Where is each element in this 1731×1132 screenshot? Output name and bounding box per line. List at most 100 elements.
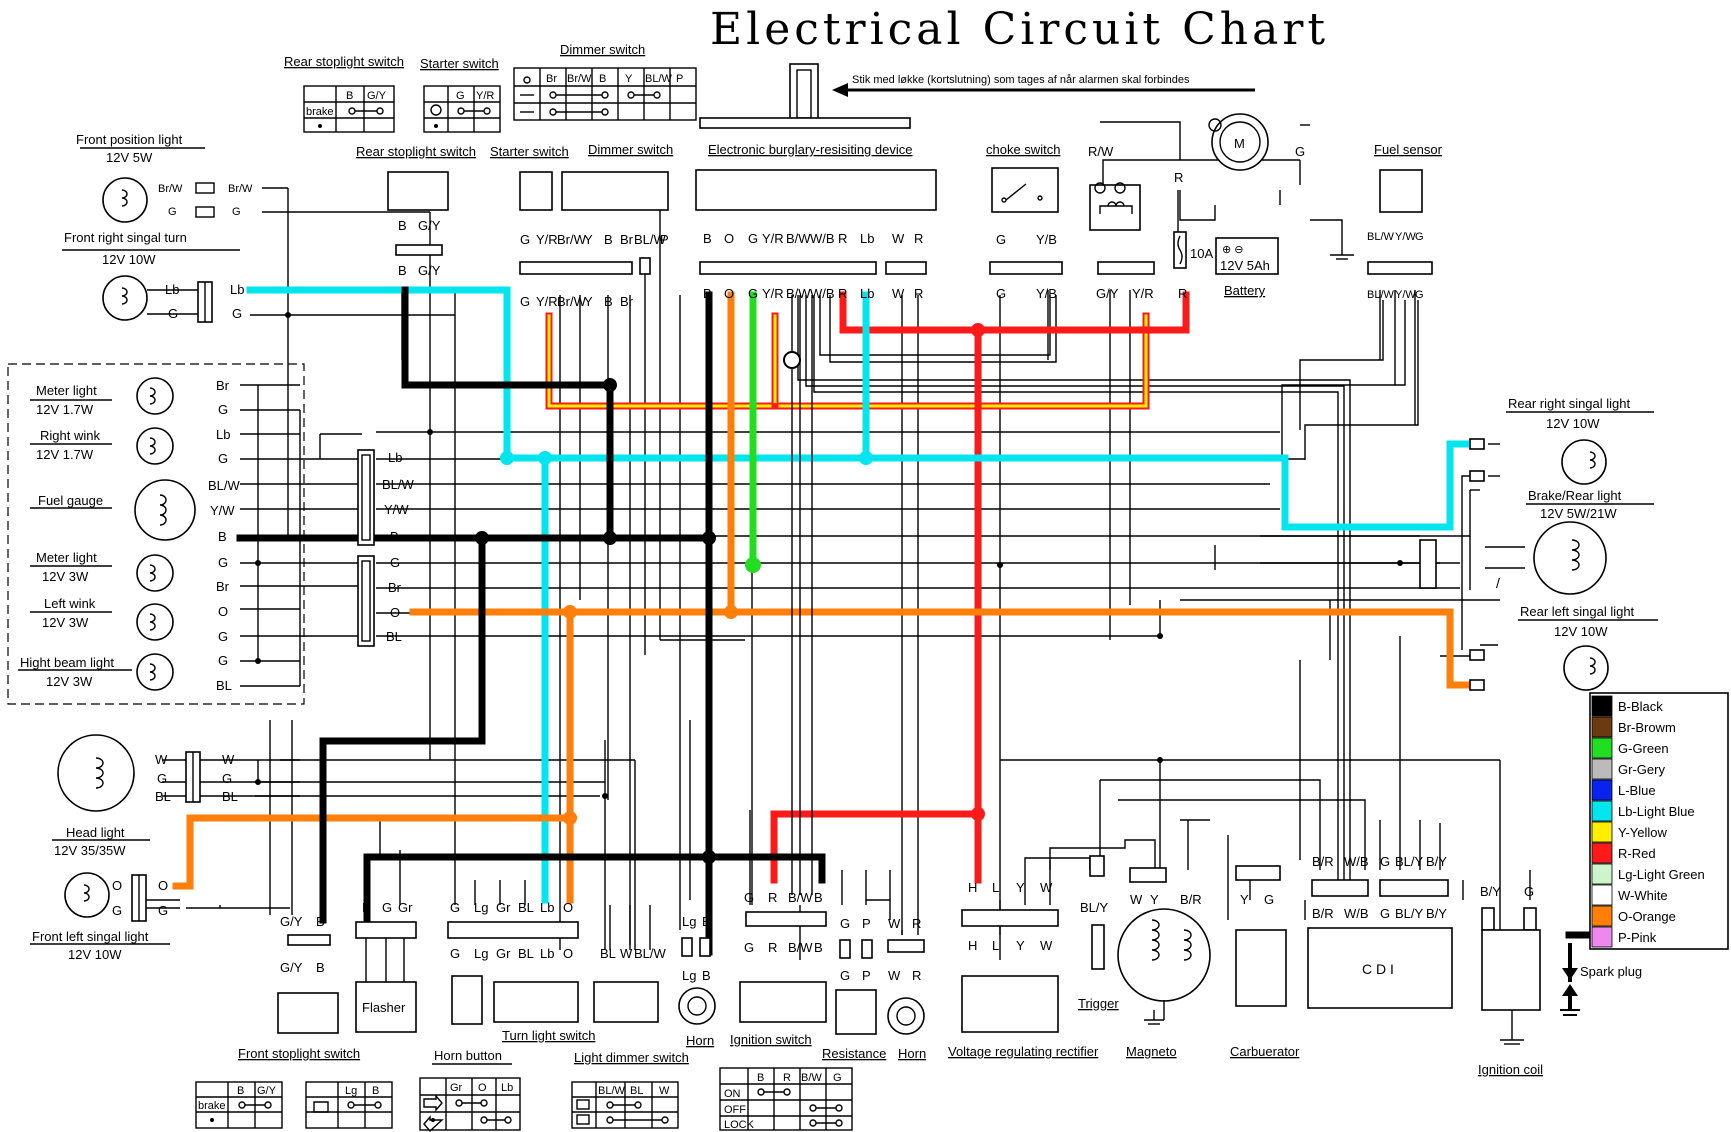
svg-text:G: G: [840, 916, 850, 931]
svg-text:BL: BL: [216, 678, 232, 693]
svg-text:B/W: B/W: [788, 940, 813, 955]
svg-text:12V 1.7W: 12V 1.7W: [36, 447, 94, 462]
wire-color-legend: B-BlackBr-BrowmG-GreenGr-GeryL-BlueLb-Li…: [1589, 692, 1729, 950]
svg-text:brake: brake: [306, 106, 334, 118]
svg-text:Lg: Lg: [682, 968, 696, 983]
svg-text:Br: Br: [388, 580, 402, 595]
svg-text:G: G: [1380, 854, 1390, 869]
svg-text:Br: Br: [216, 579, 230, 594]
junction-dots: [255, 312, 1403, 864]
svg-text:Front right singal turn: Front right singal turn: [64, 230, 187, 245]
svg-text:G: G: [996, 232, 1006, 247]
legend-swatch: [1591, 905, 1613, 927]
svg-text:Horn: Horn: [686, 1033, 714, 1048]
legend-swatch: [1591, 884, 1613, 906]
svg-text:G: G: [450, 900, 460, 915]
svg-text:G: G: [833, 1072, 842, 1084]
legend-label: R-Red: [1618, 846, 1656, 861]
svg-text:B/R: B/R: [1312, 854, 1334, 869]
svg-text:W: W: [155, 752, 168, 767]
battery-label: Battery: [1224, 283, 1266, 298]
light-dimmer-switch-table: BL/W BL W: [571, 1081, 679, 1129]
svg-text:O: O: [158, 878, 168, 893]
magneto: BL/Y Trigger W Y B/R Magneto: [1078, 855, 1211, 1059]
svg-text:Rear stoplight switch: Rear stoplight switch: [284, 54, 404, 69]
svg-text:Carbuerator: Carbuerator: [1230, 1044, 1300, 1059]
svg-text:12V 10W: 12V 10W: [102, 252, 156, 267]
svg-text:B: B: [218, 529, 227, 544]
svg-text:G: G: [232, 206, 241, 218]
legend-label: G-Green: [1618, 741, 1669, 756]
svg-text:12V 3W: 12V 3W: [46, 674, 93, 689]
svg-text:Lg: Lg: [474, 946, 488, 961]
svg-text:B: B: [316, 960, 325, 975]
svg-text:Starter switch: Starter switch: [490, 144, 569, 159]
legend-label: Y-Yellow: [1618, 825, 1668, 840]
svg-text:Resistance: Resistance: [822, 1046, 886, 1061]
svg-text:G: G: [840, 968, 850, 983]
svg-text:Lg: Lg: [682, 914, 696, 929]
svg-text:Light dimmer switch: Light dimmer switch: [574, 1050, 689, 1065]
svg-text:Y: Y: [584, 232, 593, 247]
svg-text:O: O: [218, 604, 228, 619]
svg-text:G: G: [218, 451, 228, 466]
svg-text:O: O: [563, 946, 573, 961]
legend-swatch: [1591, 926, 1613, 948]
svg-text:12V 5W: 12V 5W: [106, 150, 153, 165]
battery-rating: 12V 5Ah: [1220, 258, 1270, 273]
svg-text:12V 3W: 12V 3W: [42, 569, 89, 584]
svg-text:Lb: Lb: [540, 946, 554, 961]
svg-text:W: W: [620, 946, 633, 961]
svg-text:12V 10W: 12V 10W: [1546, 416, 1600, 431]
svg-text:W: W: [892, 286, 905, 301]
svg-text:BL/Y: BL/Y: [1395, 906, 1424, 921]
svg-text:12V 1.7W: 12V 1.7W: [36, 402, 94, 417]
svg-text:Lb: Lb: [388, 450, 402, 465]
svg-text:12V 10W: 12V 10W: [68, 947, 122, 962]
legend-swatch: [1591, 863, 1613, 885]
legend-label: Gr-Gery: [1618, 762, 1665, 777]
svg-text:L: L: [992, 880, 999, 895]
svg-text:G/Y: G/Y: [1096, 286, 1119, 301]
svg-text:Lg: Lg: [345, 1085, 357, 1097]
svg-text:H: H: [968, 880, 977, 895]
svg-text:Lb: Lb: [216, 427, 230, 442]
svg-text:B: B: [604, 232, 613, 247]
svg-text:Dimmer switch: Dimmer switch: [560, 42, 645, 57]
svg-text:G/Y: G/Y: [418, 263, 441, 278]
svg-text:W: W: [892, 231, 905, 246]
svg-text:B: B: [237, 1085, 244, 1097]
svg-text:O: O: [724, 231, 734, 246]
svg-text:Br/W: Br/W: [557, 232, 587, 247]
svg-text:Gr: Gr: [496, 900, 511, 915]
svg-text:W/B: W/B: [1344, 906, 1369, 921]
rear-left-turn-light: Rear left singal light 12V 10W: [1469, 604, 1658, 691]
svg-text:P: P: [862, 916, 871, 931]
svg-text:G: G: [748, 231, 758, 246]
high-beam-label: Hight beam light: [20, 655, 114, 670]
horn-button-table: Lg B: [305, 1081, 393, 1129]
svg-text:BL/W: BL/W: [645, 73, 673, 85]
left-wink-label: Left wink: [44, 596, 96, 611]
svg-text:Y/B: Y/B: [1036, 232, 1057, 247]
svg-text:BL/Y: BL/Y: [1080, 900, 1109, 915]
front-left-turn-light: O G OG Front left singal light 12V 10W: [30, 872, 170, 962]
svg-text:LOCK: LOCK: [724, 1119, 755, 1131]
svg-text:G: G: [1295, 144, 1305, 159]
svg-text:Gr: Gr: [496, 946, 511, 961]
svg-text:Ignition coil: Ignition coil: [1478, 1062, 1543, 1077]
legend-label: B-Black: [1618, 699, 1663, 714]
instrument-lamps: [134, 377, 196, 691]
rear-stoplight-switch: Rear stoplight switch B G/Y B G/Y: [356, 144, 476, 278]
svg-text:Br/W: Br/W: [158, 183, 183, 195]
svg-text:R: R: [768, 940, 777, 955]
svg-text:⊕ ⊖: ⊕ ⊖: [1222, 244, 1244, 256]
svg-text:G/Y: G/Y: [257, 1085, 277, 1097]
svg-text:G: G: [382, 900, 392, 915]
dimmer-switch-table: Dimmer switch Br Br/W B Y BL/W P: [513, 42, 697, 121]
arrow-icon: [832, 83, 848, 97]
svg-text:brake: brake: [198, 1100, 226, 1112]
svg-text:Flasher: Flasher: [362, 1000, 406, 1015]
colored-wires: [172, 286, 1594, 982]
svg-text:G: G: [218, 653, 228, 668]
